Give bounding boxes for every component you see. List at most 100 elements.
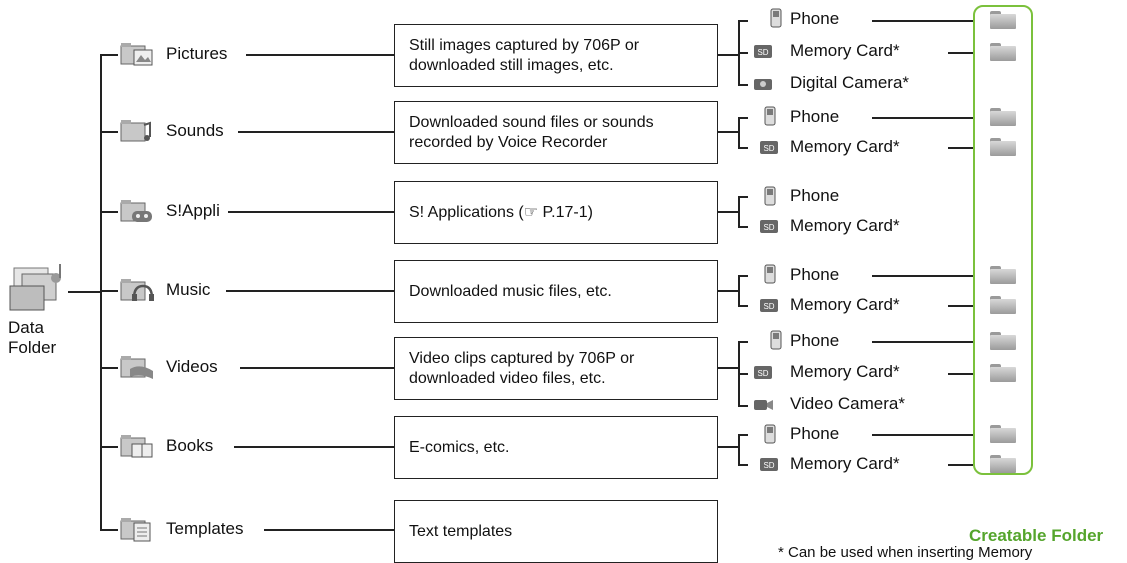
videos-desc-out-line (718, 367, 740, 369)
books-to-desc-line (234, 446, 394, 448)
sappli-storage-trunk (738, 196, 740, 226)
storage-memory-card-label: Memory Card* (790, 41, 900, 60)
folder-icon (990, 11, 1016, 29)
sd-card-icon: SD (760, 458, 778, 471)
pictures-description-box: Still images captured by 706P or downloa… (394, 24, 718, 87)
sd-card-icon: SD (760, 141, 778, 154)
books-desc-line1: E-comics, etc. (409, 438, 510, 456)
branch-templates (100, 529, 118, 531)
pictures-mc-branch (738, 52, 748, 54)
sappli-phone-branch (738, 196, 748, 198)
books-phone-branch (738, 434, 748, 436)
pictures-icon (120, 43, 153, 66)
storage-memory-card-label: Memory Card* (790, 295, 900, 314)
video-camera-icon (754, 400, 773, 410)
sounds-to-desc-line (238, 131, 394, 133)
branch-sounds (100, 131, 118, 133)
folder-icon (990, 43, 1016, 61)
pictures-cam-branch (738, 84, 748, 86)
sd-card-icon: SD (754, 366, 772, 379)
branch-pictures (100, 54, 118, 56)
sounds-mc-link (948, 147, 973, 149)
sounds-desc-out-line (718, 131, 740, 133)
category-label-videos: Videos (166, 357, 218, 376)
videos-mc-branch (738, 373, 748, 375)
storage-phone-label: Phone (790, 9, 840, 28)
sappli-description-box: S! Applications (☞ P.17-1) (394, 181, 718, 244)
category-label-pictures: Pictures (166, 44, 228, 63)
main-trunk (100, 54, 102, 530)
sappli-icon (120, 200, 152, 222)
folder-icon (990, 138, 1016, 156)
category-label-sappli: S!Appli (166, 201, 220, 220)
creatable-folder-frame (973, 5, 1033, 475)
sd-card-icon: SD (754, 45, 772, 58)
svg-text:SD: SD (763, 223, 774, 232)
folder-icon (990, 108, 1016, 126)
creatable-folder-label: Creatable Folder (969, 526, 1104, 545)
svg-text:SD: SD (763, 302, 774, 311)
music-icon (120, 279, 154, 301)
storage-phone-label: Phone (790, 186, 840, 205)
storage-memory-card-label: Memory Card* (790, 137, 900, 156)
phone-icon (770, 330, 782, 350)
pictures-phone-link (872, 20, 973, 22)
pictures-desc-line2: downloaded still images, etc. (409, 56, 614, 74)
sounds-storage-trunk (738, 117, 740, 147)
svg-text:SD: SD (757, 48, 768, 57)
pictures-desc-line1: Still images captured by 706P or (409, 36, 640, 54)
videos-phone-branch (738, 341, 748, 343)
music-mc-link (948, 305, 973, 307)
folder-icon (990, 455, 1016, 473)
music-to-desc-line (226, 290, 394, 292)
storage-memory-card-label: Memory Card* (790, 454, 900, 473)
books-phone-link (872, 434, 973, 436)
storage-phone-label: Phone (790, 331, 840, 350)
books-desc-out-line (718, 446, 740, 448)
phone-icon (764, 106, 776, 126)
branch-books (100, 446, 118, 448)
storage-phone-label: Phone (790, 107, 840, 126)
folder-icon (990, 425, 1016, 443)
videos-to-desc-line (240, 367, 394, 369)
videos-icon (120, 356, 153, 379)
pictures-phone-branch (738, 20, 748, 22)
sounds-icon (120, 120, 151, 142)
music-desc-line1: Downloaded music files, etc. (409, 282, 612, 300)
storage-phone-label: Phone (790, 424, 840, 443)
folder-icon (990, 296, 1016, 314)
videos-desc-line1: Video clips captured by 706P or (409, 349, 635, 367)
sappli-desc-out-line (718, 211, 740, 213)
data-folder-icon (9, 264, 61, 311)
books-mc-link (948, 464, 973, 466)
music-storage-trunk (738, 275, 740, 305)
footnote: * Can be used when inserting Memory (778, 544, 1033, 561)
root-label-line1: Data (8, 318, 44, 337)
sd-card-icon: SD (760, 220, 778, 233)
books-icon (120, 435, 153, 458)
music-desc-out-line (718, 290, 740, 292)
svg-text:SD: SD (757, 369, 768, 378)
storage-memory-card-label: Memory Card* (790, 362, 900, 381)
category-label-books: Books (166, 436, 214, 455)
books-storage-trunk (738, 434, 740, 464)
sounds-phone-link (872, 117, 973, 119)
templates-icon (120, 518, 151, 542)
folder-icon (990, 266, 1016, 284)
videos-mc-link (948, 373, 973, 375)
category-label-sounds: Sounds (166, 121, 224, 140)
videos-phone-link (872, 341, 973, 343)
branch-videos (100, 367, 118, 369)
sounds-description-box: Downloaded sound files or sounds recorde… (394, 101, 718, 164)
sappli-desc-line1: S! Applications (☞ P.17-1) (409, 203, 593, 221)
branch-sappli (100, 211, 118, 213)
category-label-music: Music (166, 280, 211, 299)
storage-digital-camera-label: Digital Camera* (790, 73, 910, 92)
storage-video-camera-label: Video Camera* (790, 394, 905, 413)
sounds-phone-branch (738, 117, 748, 119)
videos-cam-branch (738, 405, 748, 407)
phone-icon (770, 8, 782, 28)
books-description-box: E-comics, etc. (394, 416, 718, 479)
sounds-mc-branch (738, 147, 748, 149)
root-label-line2: Folder (8, 338, 57, 357)
